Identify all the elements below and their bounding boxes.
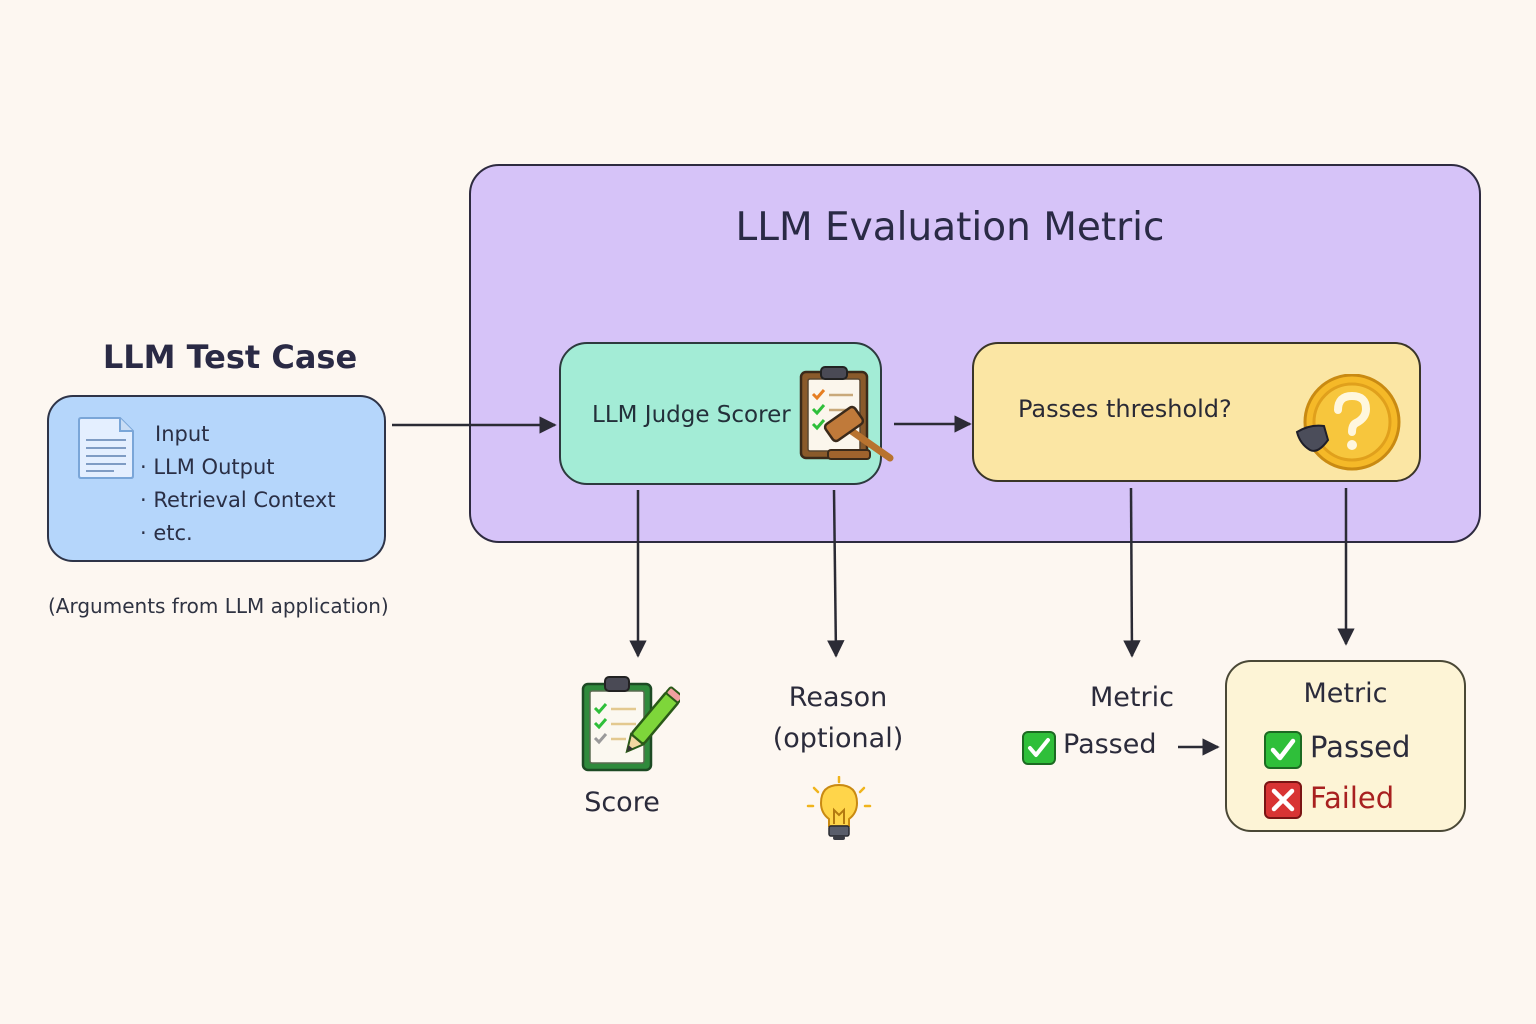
reason-optional-label: (optional) (772, 723, 904, 754)
result-title: Metric (1303, 678, 1388, 709)
result-failed-label: Failed (1310, 781, 1395, 815)
score-label: Score (584, 787, 660, 818)
check-box-icon (1264, 731, 1302, 769)
test-case-caption: (Arguments from LLM application) (48, 594, 389, 618)
test-case-title: LLM Test Case (102, 338, 358, 376)
document-icon (78, 417, 134, 479)
result-passed-label: Passed (1310, 730, 1411, 764)
reason-label: Reason (788, 682, 888, 713)
field-input: Input (155, 422, 210, 446)
threshold-label: Passes threshold? (1018, 395, 1232, 423)
test-case-box (47, 395, 386, 562)
lightbulb-icon (806, 776, 872, 840)
cross-box-icon (1264, 781, 1302, 819)
metric-passed-label: Passed (1063, 729, 1157, 760)
clipboard-pencil-icon (581, 676, 680, 772)
check-box-icon (1022, 731, 1056, 765)
judge-scorer-label: LLM Judge Scorer (592, 402, 791, 428)
metric-label: Metric (1090, 682, 1174, 713)
metric-title: LLM Evaluation Metric (735, 205, 1165, 250)
field-llm-output: · LLM Output (140, 455, 275, 479)
test-case-fields: Input · LLM Output · Retrieval Context ·… (140, 418, 336, 550)
clipboard-gavel-icon (799, 366, 894, 462)
field-retrieval-context: · Retrieval Context (140, 488, 336, 512)
question-coin-icon (1295, 374, 1401, 471)
field-etc: · etc. (140, 521, 193, 545)
